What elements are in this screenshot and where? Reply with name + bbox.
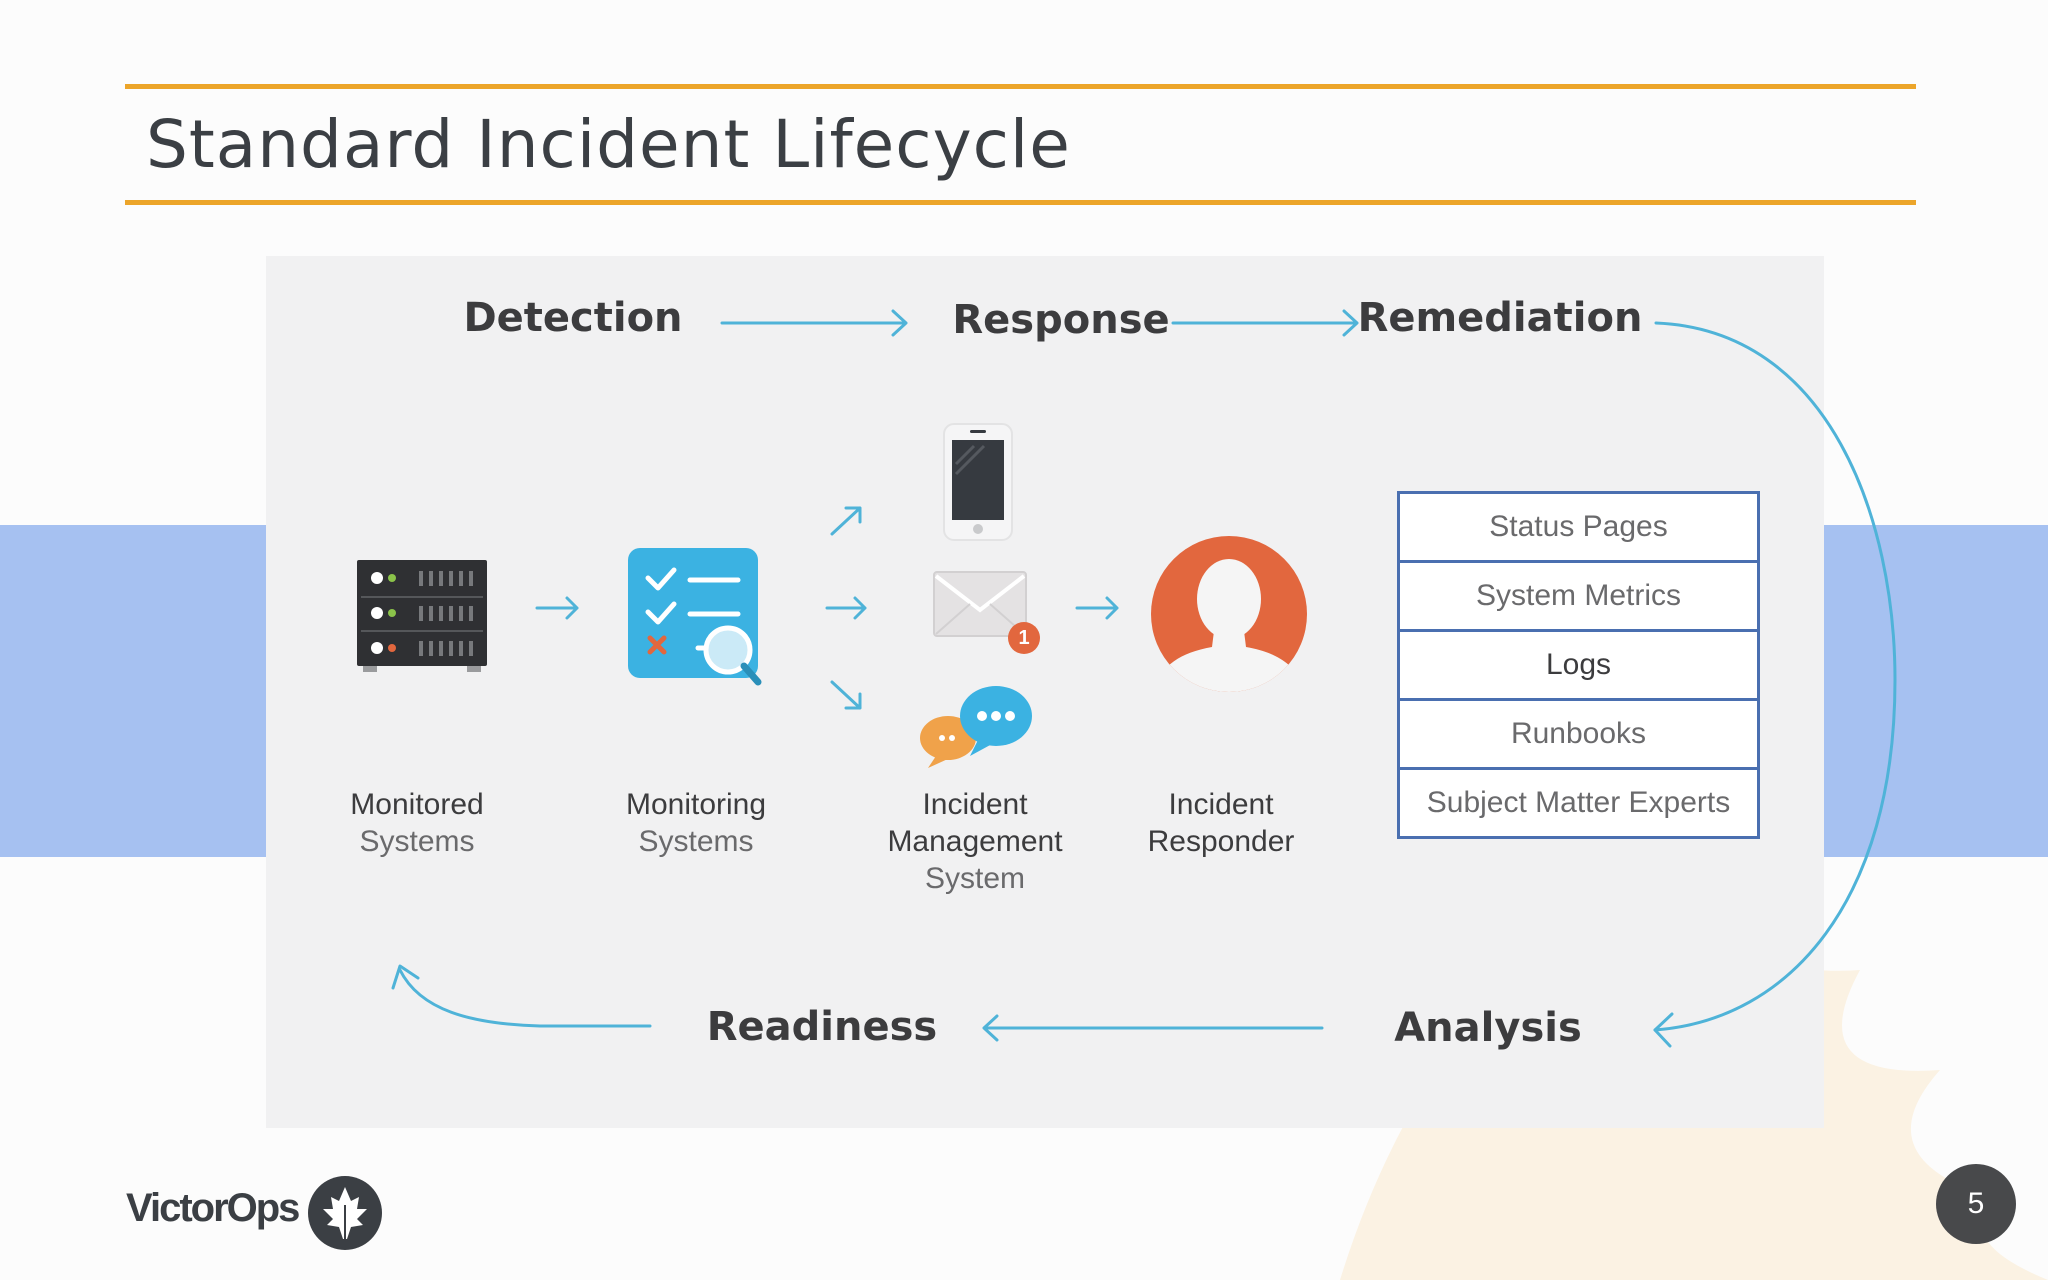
arrow-monitoring-to-email [825,596,867,620]
stage-readiness: Readiness [706,1004,938,1050]
arrow-monitored-to-monitoring [535,596,579,620]
person-avatar-icon [1151,536,1307,692]
server-rack-icon [357,560,487,672]
chat-bubbles-icon [920,686,1032,768]
checklist-magnifier-icon [628,548,762,686]
brand-logo-text: VictorOps [126,1186,300,1230]
stage-detection: Detection [463,295,683,341]
curve-readiness-to-detection [398,968,652,1028]
remediation-item-subject-matter-experts: Subject Matter Experts [1426,786,1731,819]
arrow-monitoring-to-phone [830,506,862,536]
slide-title: Standard Incident Lifecycle [146,106,1071,183]
arrow-response-to-remediation [1171,309,1359,337]
stage-analysis: Analysis [1394,1005,1582,1051]
title-bottom-rule [125,200,1916,205]
label-ims-line2: Management [887,825,1063,858]
remediation-item-system-metrics: System Metrics [1400,563,1757,632]
stage-remediation: Remediation [1357,295,1643,341]
victorops-leaf-logo-icon [308,1176,382,1250]
label-monitoring-systems: Monitoring Systems [586,786,806,860]
arrow-analysis-to-readiness [982,1014,1324,1042]
background-band-left [0,525,266,857]
label-monitoring-line2: Systems [638,825,754,858]
arrow-detection-to-response [720,309,908,337]
arrowhead-readiness [391,964,420,990]
label-monitored-systems: Monitored Systems [307,786,527,860]
label-monitored-line1: Monitored [350,788,484,821]
arrowhead-analysis [1653,1012,1674,1048]
label-incident-management-system: Incident Management System [865,786,1085,897]
remediation-item-logs: Logs [1400,632,1757,701]
label-incident-responder: Incident Responder [1111,786,1331,860]
title-top-rule [125,84,1916,89]
label-monitoring-line1: Monitoring [625,788,767,821]
label-monitored-line2: Systems [359,825,475,858]
curve-remediation-to-analysis [1653,321,1897,1032]
remediation-item-runbooks: Runbooks [1400,701,1757,770]
label-ims-line3: System [924,862,1026,895]
label-responder-line2: Responder [1147,825,1295,858]
remediation-list: Status Pages System Metrics Logs Runbook… [1397,491,1760,839]
label-responder-line1: Incident [1168,788,1274,821]
page-number-badge: 5 [1936,1164,2016,1244]
label-ims-line1: Incident [922,788,1028,821]
stage-response: Response [952,297,1170,343]
remediation-item-status-pages: Status Pages [1400,494,1757,563]
background-band-right [1824,525,2048,857]
notification-badge: 1 [1008,622,1040,654]
arrow-ims-to-responder [1075,596,1119,620]
phone-icon [943,423,1013,541]
arrow-monitoring-to-chat [830,680,862,710]
email-icon [933,571,1027,637]
